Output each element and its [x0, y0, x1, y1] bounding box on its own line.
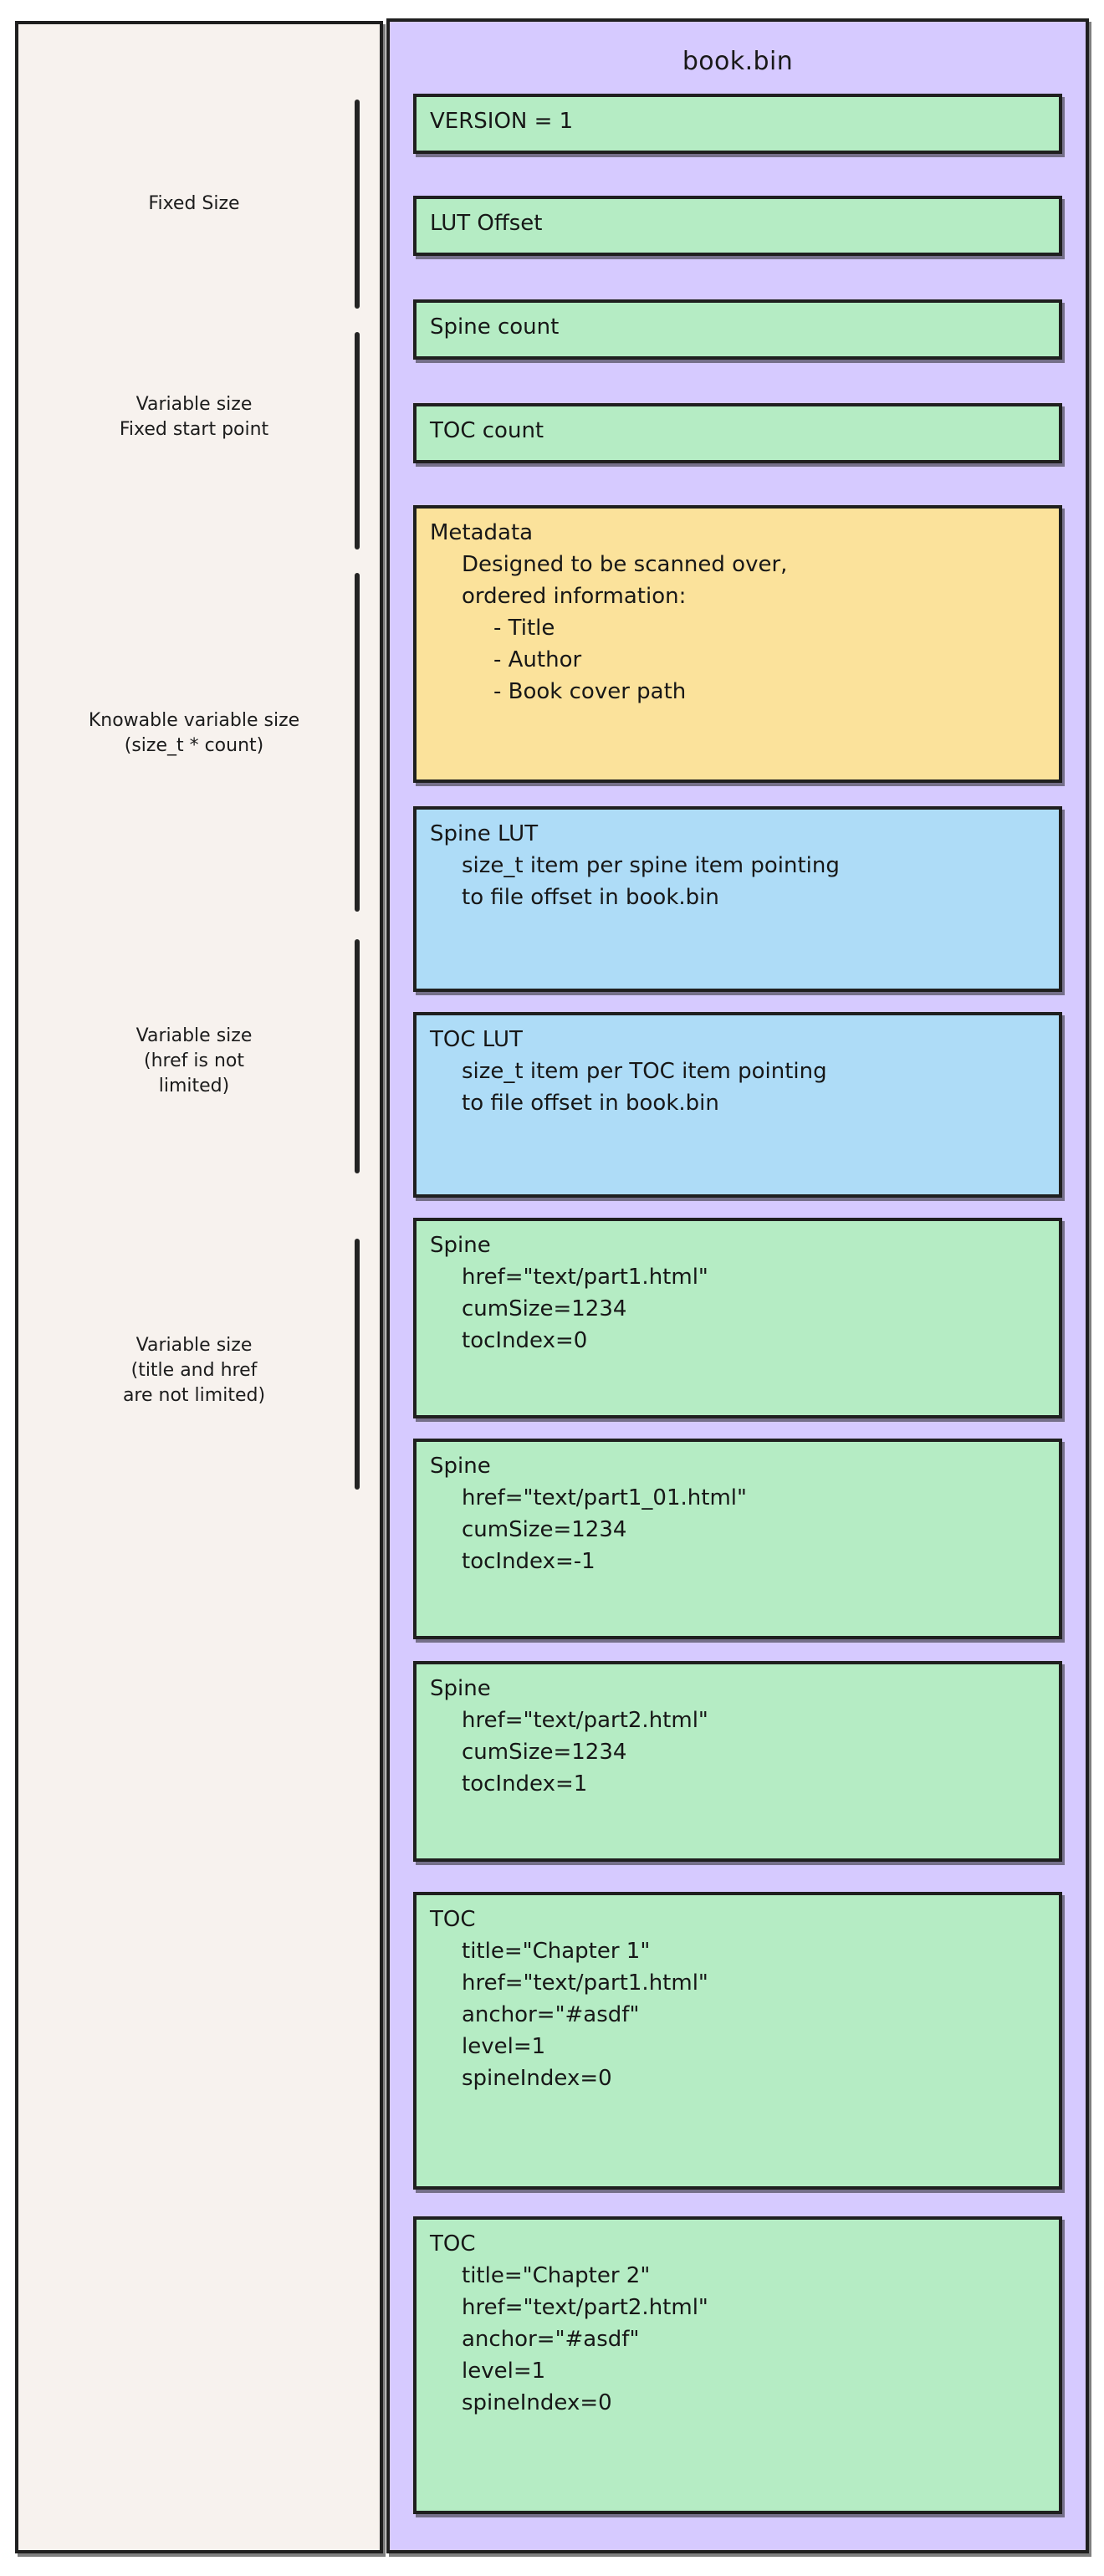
block-lut-offset: LUT Offset — [413, 196, 1062, 256]
group-label-variable-title-href: Variable size (title and href are not li… — [122, 1335, 266, 1406]
block-spine-lut: Spine LUT size_t item per spine item poin… — [413, 806, 1062, 992]
block-header: TOC — [430, 1907, 476, 1932]
block-header: Spine LUT — [430, 821, 539, 846]
block-toc-1: TOC title="Chapter 1" href="text/part1.htm… — [413, 1892, 1062, 2190]
block-line: - Title — [493, 616, 555, 641]
block-line: tocIndex=0 — [462, 1328, 588, 1353]
group-bracket-variable-title-href — [355, 1239, 360, 1490]
group-bracket-fixed-size — [355, 100, 360, 309]
block-line: anchor="#asdf" — [462, 2002, 640, 2027]
block-header: VERSION = 1 — [430, 109, 574, 134]
block-line: href="text/part2.html" — [462, 2295, 708, 2320]
file-title: book.bin — [682, 47, 794, 76]
group-label-fixed-size: Fixed Size — [148, 193, 240, 214]
block-line: Designed to be scanned over, — [462, 552, 788, 577]
block-line: size_t item per TOC item pointing — [462, 1059, 827, 1084]
block-header: TOC LUT — [430, 1027, 523, 1052]
block-line: title="Chapter 1" — [462, 1939, 651, 1964]
block-header: Spine — [430, 1676, 491, 1701]
block-line: cumSize=1234 — [462, 1517, 627, 1542]
group-label-variable-fixed-start: Variable size Fixed start point — [119, 394, 269, 440]
block-line: tocIndex=1 — [462, 1771, 588, 1797]
block-line: level=1 — [462, 2359, 546, 2384]
block-line: to file offset in book.bin — [462, 885, 719, 910]
block-toc-count: TOC count — [413, 403, 1062, 463]
block-line: cumSize=1234 — [462, 1740, 627, 1765]
block-line: anchor="#asdf" — [462, 2327, 640, 2352]
annotations-panel: Fixed Size Variable size Fixed start poi… — [15, 21, 383, 2553]
block-header: Spine — [430, 1454, 491, 1479]
block-line: level=1 — [462, 2034, 546, 2059]
block-header: Spine — [430, 1233, 491, 1258]
block-header: LUT Offset — [430, 211, 543, 236]
block-line: to file offset in book.bin — [462, 1091, 719, 1116]
block-line: href="text/part1.html" — [462, 1265, 708, 1290]
block-toc-2: TOC title="Chapter 2" href="text/part2.htm… — [413, 2216, 1062, 2514]
block-line: cumSize=1234 — [462, 1296, 627, 1321]
block-line: size_t item per spine item pointing — [462, 853, 840, 878]
block-line: - Author — [493, 647, 582, 672]
block-line: - Book cover path — [493, 679, 687, 704]
block-line: spineIndex=0 — [462, 2066, 612, 2091]
block-line: href="text/part1.html" — [462, 1970, 708, 1996]
block-header: Metadata — [430, 520, 534, 545]
block-toc-lut: TOC LUT size_t item per TOC item pointing… — [413, 1012, 1062, 1198]
block-spine-2: Spine href="text/part1_01.html" cumSize=12… — [413, 1439, 1062, 1639]
block-header: TOC count — [430, 418, 544, 443]
block-header: TOC — [430, 2231, 476, 2257]
block-line: ordered information: — [462, 584, 687, 609]
block-spine-1: Spine href="text/part1.html" cumSize=1234 t… — [413, 1218, 1062, 1418]
block-spine-count: Spine count — [413, 299, 1062, 360]
block-line: spineIndex=0 — [462, 2390, 612, 2415]
group-label-knowable-variable: Knowable variable size (size_t * count) — [88, 710, 300, 756]
block-line: tocIndex=-1 — [462, 1549, 595, 1574]
group-bracket-knowable-variable — [355, 573, 360, 912]
block-line: title="Chapter 2" — [462, 2263, 651, 2288]
block-line: href="text/part1_01.html" — [462, 1485, 747, 1510]
block-line: href="text/part2.html" — [462, 1708, 708, 1733]
block-spine-3: Spine href="text/part2.html" cumSize=1234 t… — [413, 1661, 1062, 1862]
block-version: VERSION = 1 — [413, 94, 1062, 154]
block-header: Spine count — [430, 314, 560, 340]
group-bracket-variable-fixed-start — [355, 332, 360, 549]
group-label-variable-href: Variable size (href is not limited) — [135, 1025, 253, 1096]
group-bracket-variable-href — [355, 939, 360, 1173]
